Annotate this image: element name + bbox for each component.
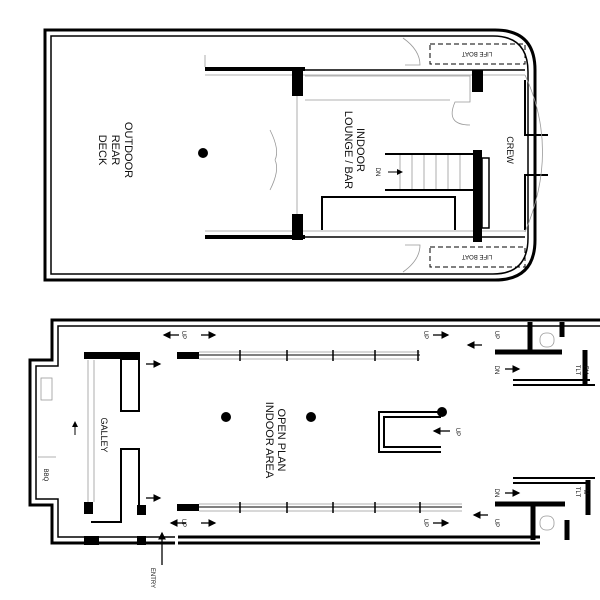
up-label: UP: [493, 519, 499, 527]
svg-text:INDOORLOUNGE / BAR: INDOORLOUNGE / BAR: [342, 111, 366, 189]
lifeboat-label-top: LIFE BOAT: [462, 50, 493, 56]
entry-label: ENTRY: [149, 568, 155, 588]
male-toilet-label: M: [582, 490, 588, 495]
post-dot-2: [306, 412, 316, 422]
down-label: DN: [493, 489, 499, 498]
crew-label: CREW: [505, 136, 515, 164]
up-label: UP: [493, 331, 499, 339]
post-dot: [198, 148, 208, 158]
svg-text:OUTDOORREARDECK: OUTDOORREARDECK: [96, 122, 134, 178]
bbq-label: BBQ: [42, 469, 48, 482]
lifeboat-label-bottom: LIFE BOAT: [462, 253, 493, 259]
female-toilet-label: FM: [582, 366, 588, 375]
up-label: UP: [180, 519, 186, 527]
svg-text:FMTLT: FMTLT: [574, 365, 588, 376]
upper-deck: OUTDOORREARDECK INDOORLOUNGE / BAR CREW …: [43, 28, 548, 282]
open-plan-label: OPEN PLAN: [275, 409, 287, 472]
up-label: UP: [422, 519, 428, 527]
stairs-down-label: DN: [374, 168, 380, 177]
galley-label: GALLEY: [99, 417, 109, 452]
upper-deck-outer-wall: [43, 28, 537, 282]
outdoor-deck-label: OUTDOOR: [122, 122, 134, 178]
up-label: UP: [422, 331, 428, 339]
main-deck: OPEN PLANINDOOR AREA GALLEY BBQ ENTRY FM…: [28, 318, 600, 588]
post-dot-1: [221, 412, 231, 422]
main-deck-outer-wall: [28, 318, 600, 545]
up-label: UP: [454, 428, 460, 436]
up-label: UP: [180, 331, 186, 339]
svg-text:MTLT: MTLT: [574, 487, 588, 498]
lounge-label: INDOOR: [354, 128, 366, 172]
svg-text:OPEN PLANINDOOR AREA: OPEN PLANINDOOR AREA: [263, 402, 287, 479]
upper-deck-inner-wall: [50, 35, 529, 275]
down-label: DN: [493, 366, 499, 375]
